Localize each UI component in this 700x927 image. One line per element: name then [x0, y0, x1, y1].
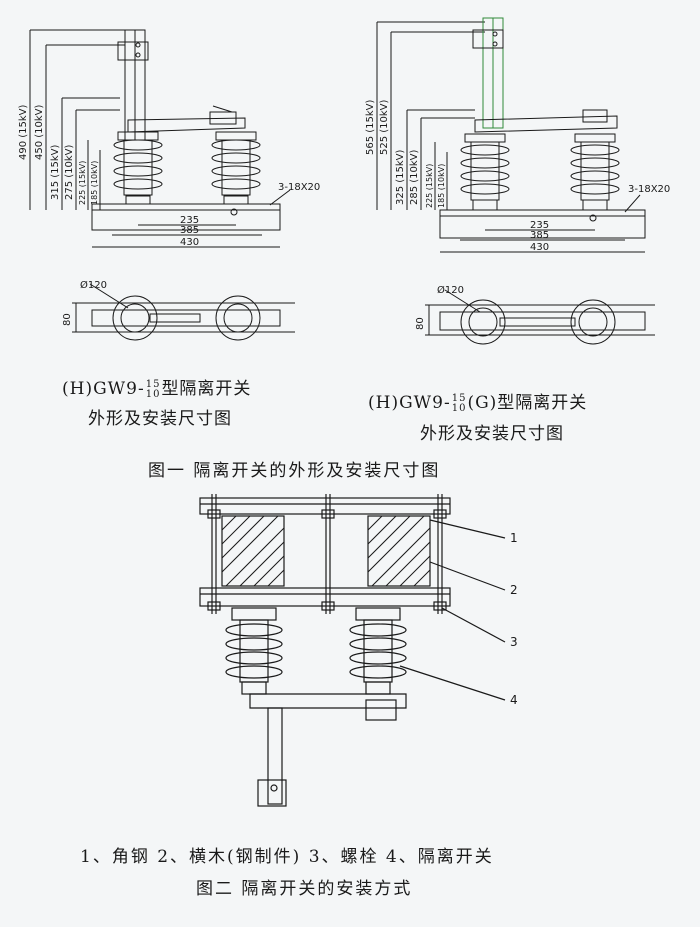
left-caption-prefix: (H)GW9- — [62, 379, 145, 399]
right-dim-235: 235 — [530, 220, 549, 231]
left-dim-235: 235 — [180, 215, 199, 226]
angle-steel-bottom — [199, 587, 451, 607]
left-dim-450: 450 (10kV) — [34, 104, 45, 160]
left-elevation-drawing: 490 (15kV) 450 (10kV) 315 (15kV) 275 (10… — [18, 29, 320, 341]
angle-steel-top — [199, 497, 451, 515]
right-dim-185: 185 (10kV) — [437, 164, 446, 208]
right-dim-285: 285 (10kV) — [409, 149, 420, 205]
insulator-install-right — [349, 619, 407, 695]
left-frac-bottom: 10 — [145, 388, 161, 400]
figure1-title: 图一 隔离开关的外形及安装尺寸图 — [148, 461, 441, 481]
left-dim-315: 315 (15kV) — [50, 144, 61, 200]
left-dim-430: 430 — [180, 237, 199, 248]
left-caption-suffix: 型隔离开关 — [161, 379, 252, 399]
right-dim-430: 430 — [530, 242, 549, 253]
callout-2: 2 — [510, 583, 518, 597]
callout-4: 4 — [510, 693, 518, 707]
insulator-left-1 — [113, 131, 163, 205]
right-plan-width: 80 — [415, 317, 426, 330]
left-dim-385: 385 — [180, 225, 199, 236]
right-frac-bottom: 10 — [451, 402, 467, 414]
left-plan-diameter: Ø120 — [80, 279, 107, 291]
right-plan-diameter: Ø120 — [437, 284, 464, 296]
left-dim-225: 225 (15kV) — [78, 161, 87, 205]
bolts — [207, 494, 447, 614]
right-hole-label: 3-18X20 — [628, 184, 670, 195]
right-caption-line2: 外形及安装尺寸图 — [420, 424, 564, 444]
left-hole-label: 3-18X20 — [278, 182, 320, 193]
right-dim-565: 565 (15kV) — [365, 99, 376, 155]
left-caption-line2: 外形及安装尺寸图 — [88, 409, 232, 429]
right-frac-top: 15 — [451, 392, 467, 404]
callout-3: 3 — [510, 635, 518, 649]
right-dim-225: 225 (15kV) — [425, 164, 434, 208]
right-caption-prefix: (H)GW9- — [368, 393, 451, 413]
left-dim-275: 275 (10kV) — [64, 144, 75, 200]
left-dim-185: 185 (10kV) — [90, 161, 99, 205]
left-frac-top: 15 — [145, 378, 161, 390]
insulator-install-left — [225, 619, 283, 695]
left-plan-view — [72, 283, 295, 341]
right-caption-suffix: (G)型隔离开关 — [467, 393, 588, 413]
left-plan-width: 80 — [62, 313, 73, 326]
installation-drawing: 1 2 3 4 — [199, 494, 518, 807]
right-elevation-drawing: 565 (15kV) 525 (10kV) 325 (15kV) 285 (10… — [365, 17, 670, 345]
left-dim-490: 490 (15kV) — [18, 104, 29, 160]
right-dim-325: 325 (15kV) — [395, 149, 406, 205]
crossbar-left — [221, 515, 285, 587]
callout-1: 1 — [510, 531, 518, 545]
right-plan-view — [425, 289, 655, 345]
figure2-title: 图二 隔离开关的安装方式 — [196, 879, 413, 899]
legend: 1、角钢 2、横木(钢制件) 3、螺栓 4、隔离开关 — [80, 847, 494, 867]
right-dim-525: 525 (10kV) — [379, 99, 390, 155]
right-dim-385: 385 — [530, 230, 549, 241]
crossbar-right — [367, 515, 431, 587]
